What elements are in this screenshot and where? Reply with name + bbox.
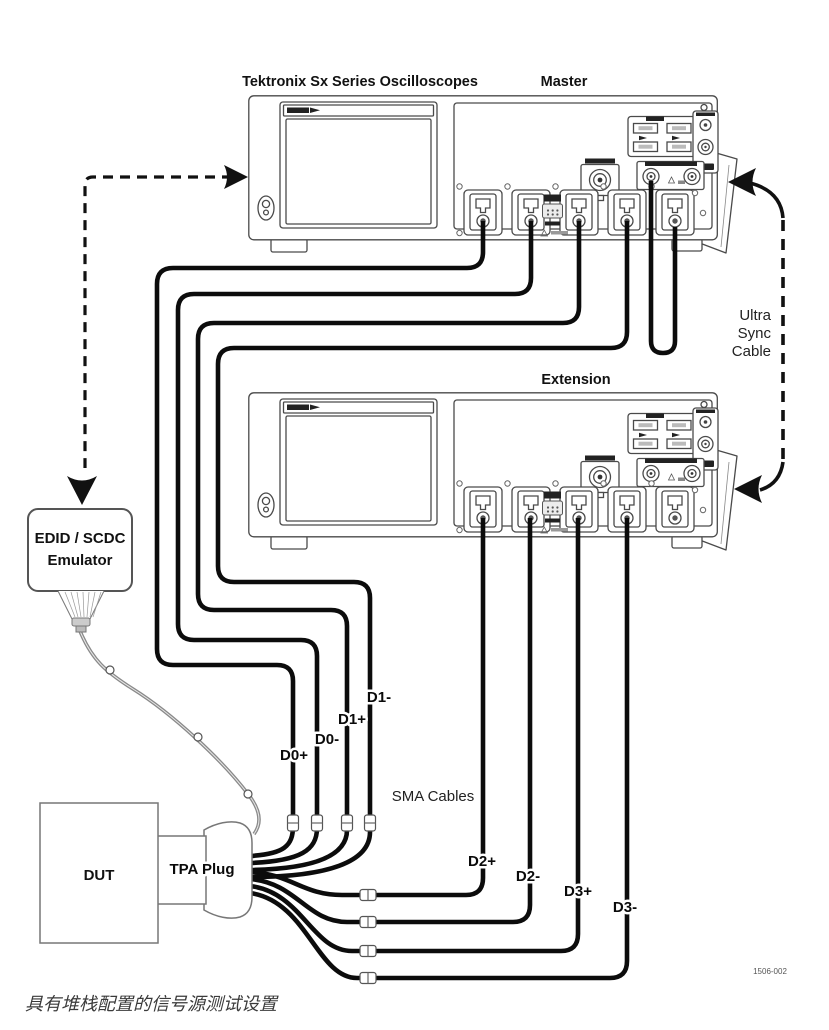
cable-d3-plus <box>249 518 581 954</box>
master-label: Master <box>541 74 588 90</box>
edid-dashed-connection <box>67 165 248 505</box>
emulator-label-line-2: Emulator <box>47 552 112 569</box>
arrow-left-top-icon <box>728 168 756 196</box>
tpa-plug-label: TPA Plug <box>170 861 235 878</box>
extension-label: Extension <box>541 372 610 388</box>
extension-oscilloscope <box>249 393 737 550</box>
label-d2-plus: D2+ <box>468 853 496 870</box>
cable-d1-plus <box>195 221 582 873</box>
arrow-down-icon <box>67 476 97 505</box>
ultra-sync-label-line-1: Ultra <box>739 307 771 324</box>
label-d1-minus: D1- <box>367 689 391 706</box>
cable-d1-minus <box>215 221 630 880</box>
label-d1-plus: D1+ <box>338 711 366 728</box>
label-d0-minus: D0- <box>315 731 339 748</box>
label-d3-minus: D3- <box>613 899 637 916</box>
figure-caption: 具有堆栈配置的信号源测试设置 <box>25 994 279 1014</box>
tpa-plug <box>155 821 253 919</box>
sma-barrel-connectors <box>286 814 377 985</box>
arrow-left-bottom-icon <box>734 475 762 503</box>
cable-d2-plus <box>249 518 486 898</box>
sma-cables-label: SMA Cables <box>392 788 475 805</box>
dut-label: DUT <box>84 867 115 884</box>
ultra-sync-dashed-connection <box>728 168 785 503</box>
cable-d3-minus <box>249 518 630 981</box>
label-d2-minus: D2- <box>516 868 540 885</box>
ultra-sync-label-line-2: Sync <box>738 325 772 342</box>
emulator-box <box>27 508 133 633</box>
label-d0-plus: D0+ <box>280 747 308 764</box>
master-sync-loop-cable <box>648 181 678 356</box>
emulator-cable <box>78 630 261 836</box>
arrow-right-icon <box>224 165 248 189</box>
cable-d0-minus <box>175 221 534 866</box>
label-d3-plus: D3+ <box>564 883 592 900</box>
figure-title: Tektronix Sx Series Oscilloscopes <box>242 74 478 90</box>
ultra-sync-label-line-3: Cable <box>732 343 771 360</box>
figure-code: 1506-002 <box>753 967 787 976</box>
emulator-label-line-1: EDID / SCDC <box>35 530 126 547</box>
cable-d0-plus <box>154 221 486 859</box>
cable-d2-minus <box>249 518 533 925</box>
master-oscilloscope <box>249 96 737 253</box>
dut-box <box>39 802 159 944</box>
